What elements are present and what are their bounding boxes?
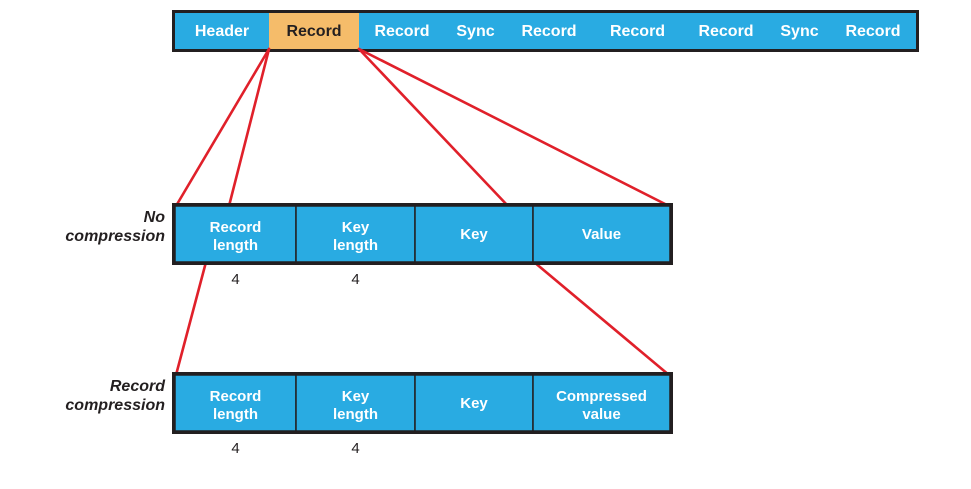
field-size-label: 4	[351, 271, 359, 288]
file-bar-cell-record-8[interactable]: Record	[830, 13, 916, 49]
field-size-label: 4	[351, 440, 359, 457]
cell-label: Key	[460, 395, 488, 412]
file-bar-cell-sync-3[interactable]: Sync	[445, 13, 506, 49]
cell-label-line1: Record	[210, 219, 262, 236]
file-bar-cell-label: Record	[374, 23, 429, 40]
cell-label: Value	[582, 226, 621, 243]
connector-record-to-nocomp-right	[357, 47, 671, 208]
record-field-cell[interactable]: Key	[414, 205, 534, 263]
cell-label-line2: value	[582, 406, 620, 423]
cell-label: Key	[460, 226, 488, 243]
file-bar-cell-record-2[interactable]: Record	[359, 13, 445, 49]
file-bar-cell-label: Sync	[456, 23, 494, 40]
cell-fill	[830, 13, 916, 49]
row-title-line2: compression	[65, 228, 165, 245]
cell-label-line1: Record	[210, 388, 262, 405]
cell-fill	[506, 13, 592, 49]
cell-fill	[414, 374, 534, 432]
cell-label-line2: length	[333, 237, 378, 254]
connector-record-to-nocomp-inner	[227, 47, 271, 208]
cell-fill	[445, 13, 506, 49]
row-title-line2: compression	[65, 397, 165, 414]
file-bar-cell-label: Header	[195, 23, 249, 40]
row-title-line1: No	[144, 209, 166, 226]
file-bar-cell-record-4[interactable]: Record	[506, 13, 592, 49]
cell-label-line2: length	[213, 237, 258, 254]
file-bar-cell-label: Record	[521, 23, 576, 40]
cell-fill	[532, 205, 671, 263]
file-bar-cell-label: Sync	[780, 23, 818, 40]
cell-fill	[295, 374, 416, 432]
cell-fill	[769, 13, 830, 49]
cell-fill	[592, 13, 683, 49]
file-bar-cell-sync-7[interactable]: Sync	[769, 13, 830, 49]
cell-fill	[174, 205, 297, 263]
cell-fill	[683, 13, 769, 49]
cell-fill	[532, 374, 671, 432]
connector-nocomp-to-reccomp-left	[174, 260, 208, 377]
cell-fill	[174, 374, 297, 432]
file-bar-cell-label: Record	[845, 23, 900, 40]
cell-label-line2: length	[213, 406, 258, 423]
file-bar-cell-record-6[interactable]: Record	[683, 13, 769, 49]
record-field-cell[interactable]: Value	[532, 205, 671, 263]
file-bar-group: Header Record Record Sync Record Record Record…	[172, 10, 919, 52]
connector-nocomp-to-reccomp-right	[532, 260, 671, 377]
record-field-cell[interactable]: Key	[414, 374, 534, 432]
cell-fill	[175, 13, 269, 49]
file-bar-cell-label: Record	[610, 23, 665, 40]
cell-label-line1: Compressed	[556, 388, 647, 405]
file-bar-cell-label: Record	[286, 23, 341, 40]
cell-fill	[359, 13, 445, 49]
cell-fill	[269, 13, 359, 49]
cell-fill	[414, 205, 534, 263]
connector-group	[174, 47, 671, 377]
record-compression-row: RecordcompressionRecordlength4Keylength4…	[65, 372, 673, 457]
row-title-line1: Record	[110, 378, 166, 395]
field-size-label: 4	[231, 440, 239, 457]
file-bar-cell-header-0[interactable]: Header	[175, 13, 269, 49]
cell-label-line1: Key	[342, 388, 370, 405]
file-bar-cell-record-5[interactable]: Record	[592, 13, 683, 49]
field-size-label: 4	[231, 271, 239, 288]
cell-label-line1: Key	[342, 219, 370, 236]
connector-record-to-nocomp-left	[174, 47, 271, 208]
cell-label-line2: length	[333, 406, 378, 423]
connector-record-to-nocomp-value	[357, 47, 510, 208]
file-bar-cell-record-1[interactable]: Record	[269, 13, 359, 49]
file-bar-cell-label: Record	[698, 23, 753, 40]
